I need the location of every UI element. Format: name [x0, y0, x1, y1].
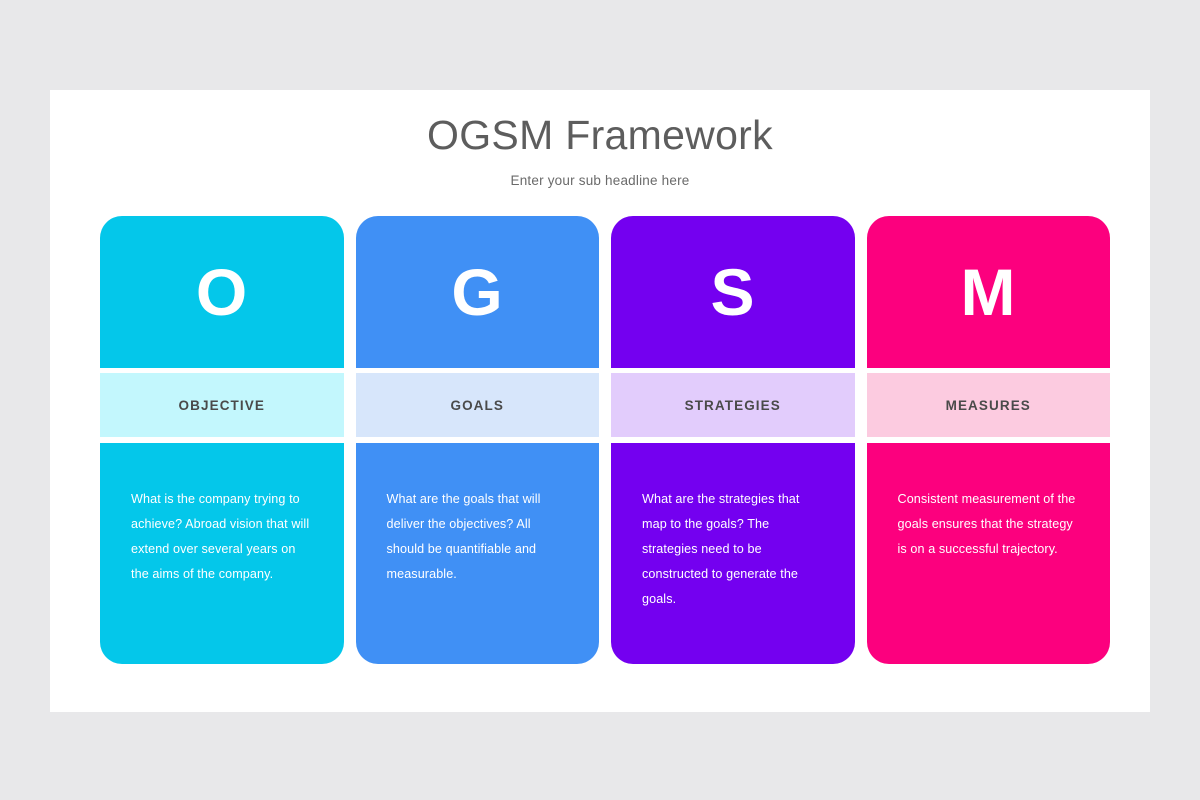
- label-band-objective: OBJECTIVE: [100, 373, 344, 437]
- letter-glyph-m: M: [960, 255, 1016, 329]
- label-objective: OBJECTIVE: [178, 397, 265, 413]
- label-band-measures: MEASURES: [866, 373, 1110, 437]
- label-strategies: STRATEGIES: [684, 397, 781, 413]
- column-strategies[interactable]: S STRATEGIES What are the strategies tha…: [611, 216, 855, 664]
- column-goals[interactable]: G GOALS What are the goals that will del…: [355, 216, 599, 664]
- body-tile-objective[interactable]: What is the company trying to achieve? A…: [100, 443, 344, 664]
- letter-glyph-o: O: [195, 255, 248, 329]
- letter-tile-objective[interactable]: O: [100, 216, 344, 368]
- page-title: OGSM Framework: [427, 112, 773, 158]
- letter-glyph-s: S: [710, 255, 756, 329]
- letter-tile-measures[interactable]: M: [866, 216, 1110, 368]
- label-goals: GOALS: [450, 397, 504, 413]
- body-text-measures: Consistent measurement of the goals ensu…: [897, 492, 1076, 556]
- page-subtitle: Enter your sub headline here: [510, 173, 690, 188]
- column-objective[interactable]: O OBJECTIVE What is the company trying t…: [100, 216, 344, 664]
- ogsm-columns: O OBJECTIVE What is the company trying t…: [100, 216, 1110, 664]
- body-text-objective: What is the company trying to achieve? A…: [131, 492, 310, 581]
- label-measures: MEASURES: [945, 397, 1031, 413]
- body-text-strategies: What are the strategies that map to the …: [642, 492, 800, 606]
- presentation-slide: OGSM Framework Enter your sub headline h…: [50, 90, 1150, 712]
- column-measures[interactable]: M MEASURES Consistent measurement of the…: [866, 216, 1110, 664]
- letter-tile-goals[interactable]: G: [355, 216, 599, 368]
- body-tile-strategies[interactable]: What are the strategies that map to the …: [611, 443, 855, 664]
- body-text-goals: What are the goals that will deliver the…: [386, 492, 541, 581]
- label-band-goals: GOALS: [355, 373, 599, 437]
- letter-tile-strategies[interactable]: S: [611, 216, 855, 368]
- body-tile-goals[interactable]: What are the goals that will deliver the…: [355, 443, 599, 664]
- body-tile-measures[interactable]: Consistent measurement of the goals ensu…: [866, 443, 1110, 664]
- label-band-strategies: STRATEGIES: [611, 373, 855, 437]
- letter-glyph-g: G: [451, 255, 504, 329]
